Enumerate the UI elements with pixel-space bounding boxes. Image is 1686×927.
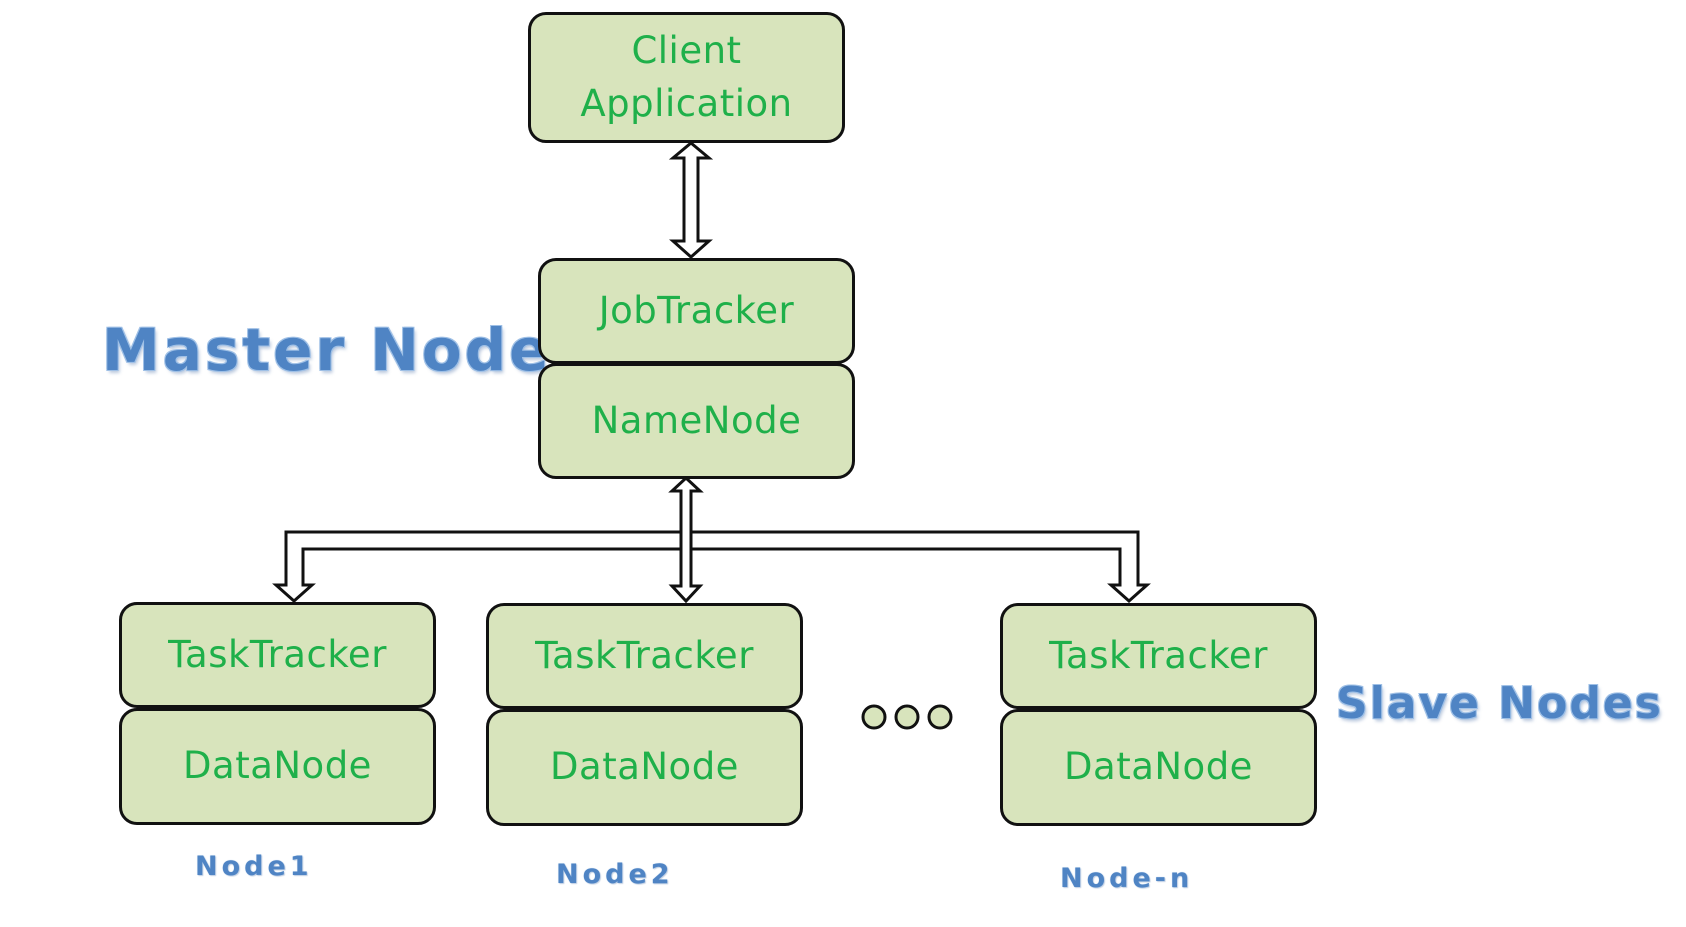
node2-tasktracker-box: TaskTracker <box>486 603 803 709</box>
noden-datanode-box: DataNode <box>1000 709 1317 826</box>
client-application-box: Client Application <box>528 12 845 143</box>
namenode-node2-arrow <box>668 475 704 604</box>
node1-datanode-box: DataNode <box>119 708 436 825</box>
jobtracker-box: JobTracker <box>538 258 855 364</box>
node1-tasktracker-label: TaskTracker <box>168 632 387 676</box>
master-node-heading: Master Node <box>102 316 552 384</box>
node1-datanode-label: DataNode <box>183 744 372 788</box>
namenode-slaves-bus <box>272 530 1151 604</box>
node2-datanode-label: DataNode <box>550 745 739 789</box>
noden-label: Node-n <box>1060 863 1194 894</box>
client-label-line1: Client <box>631 28 742 72</box>
node1-tasktracker-box: TaskTracker <box>119 602 436 708</box>
node1-label: Node1 <box>195 851 313 882</box>
client-jobtracker-arrow <box>668 141 714 260</box>
node2-tasktracker-label: TaskTracker <box>535 633 754 677</box>
noden-tasktracker-label: TaskTracker <box>1049 633 1268 677</box>
three-dots-icon <box>861 704 953 730</box>
jobtracker-label: JobTracker <box>598 288 795 332</box>
node2-datanode-box: DataNode <box>486 709 803 826</box>
namenode-box: NameNode <box>538 363 855 479</box>
node2-label: Node2 <box>556 859 674 890</box>
client-label-line2: Application <box>580 81 793 125</box>
slave-nodes-heading: Slave Nodes <box>1336 678 1663 729</box>
noden-datanode-label: DataNode <box>1064 745 1253 789</box>
namenode-label: NameNode <box>591 398 802 442</box>
noden-tasktracker-box: TaskTracker <box>1000 603 1317 709</box>
